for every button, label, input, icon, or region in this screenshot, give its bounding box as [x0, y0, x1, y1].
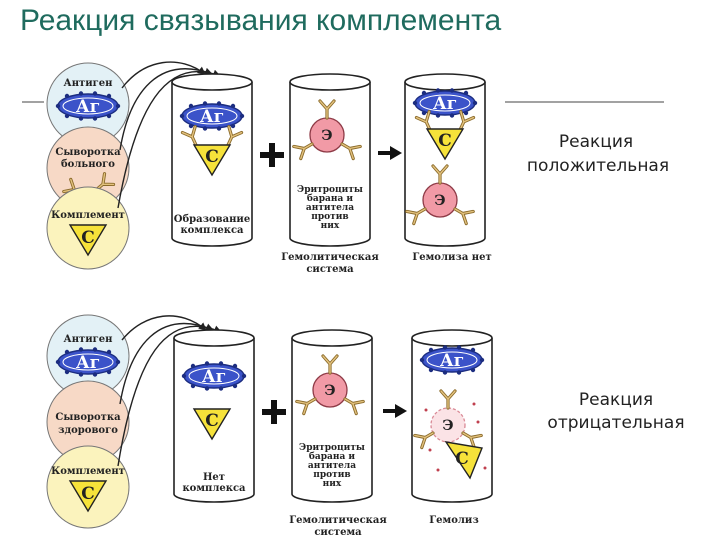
- tube2-caption-line3: антитела: [306, 203, 354, 213]
- complement-symbol: С: [81, 228, 95, 248]
- tube1-antigen-symbol: Аг: [200, 107, 224, 127]
- tube3-erythrocyte-symbol: Э: [442, 418, 453, 434]
- antigen-label: Антиген: [64, 78, 113, 89]
- arrow-complement: [117, 325, 222, 467]
- tube2-erythrocyte-symbol: Э: [324, 383, 335, 399]
- serum-label-line2: здорового: [58, 425, 118, 436]
- system-caption-line1: Гемолитическая: [289, 515, 387, 526]
- tube2-caption-line3: антитела: [308, 461, 356, 471]
- result-label-line1: Реакция: [579, 390, 653, 410]
- system-caption-line2: система: [306, 264, 354, 275]
- antigen-circle: Антиген Аг: [46, 314, 130, 398]
- tube2-caption-line1: Эритроциты: [299, 443, 365, 453]
- plus-sign: [262, 400, 286, 424]
- serum-label-line1: Сыворотка: [55, 412, 121, 423]
- result-label-line2: положительная: [527, 156, 669, 176]
- arrow-antigen: [121, 61, 206, 89]
- result-caption: Гемолиза нет: [412, 252, 491, 263]
- tube2-caption-line4: против: [311, 212, 348, 222]
- system-caption-line1: Гемолитическая: [281, 252, 379, 263]
- arrow-serum: [119, 323, 214, 405]
- tube1-caption-line1: Нет: [203, 472, 225, 483]
- tube2-caption-line2: барана и: [309, 451, 356, 462]
- row-positive: Антиген Аг Сыворотка больного Комплемент…: [22, 61, 669, 275]
- complement-circle: Комплемент С: [46, 445, 130, 529]
- tube1-caption-line2: комплекса: [180, 225, 244, 236]
- complement-symbol: С: [81, 484, 95, 504]
- system-caption-line2: система: [314, 527, 362, 538]
- tube2-caption-line4: против: [313, 470, 350, 480]
- antigen-circle: Антиген Аг: [46, 62, 130, 146]
- page-title: Реакция связывания комплемента: [20, 4, 502, 37]
- arrow-right-icon: [390, 146, 402, 160]
- complement-label: Комплемент: [51, 466, 125, 477]
- tube1-antigen-symbol: Аг: [202, 367, 226, 387]
- tube2-caption-line5: них: [321, 221, 340, 231]
- antigen-symbol: Аг: [76, 353, 100, 373]
- result-label-line2: отрицательная: [547, 413, 684, 433]
- tube1-complement-symbol: С: [205, 147, 219, 167]
- result-label-line1: Реакция: [559, 132, 633, 152]
- tube-hemolytic-system: Э Эритроциты барана и антитела против ни…: [291, 329, 373, 503]
- arrow-serum: [119, 67, 213, 151]
- tube2-caption-line5: них: [323, 479, 342, 489]
- tube-hemolytic-system: Э Эритроциты барана и антитела против ни…: [289, 73, 371, 247]
- tube1-complement-symbol: С: [205, 411, 219, 431]
- serum-circle: Сыворотка здорового: [46, 380, 130, 464]
- tube-complex: Аг С Образование комплекса: [171, 73, 253, 247]
- tube-result: Аг С Э: [404, 73, 486, 247]
- tube2-erythrocyte-symbol: Э: [321, 128, 332, 144]
- serum-label-line1: Сыворотка: [55, 147, 121, 158]
- row-negative: Антиген Аг Сыворотка здорового Комплемен…: [46, 314, 685, 538]
- arrow-complement: [117, 69, 221, 209]
- tube-result: Аг Э С: [411, 329, 493, 503]
- antigen-symbol: Аг: [76, 97, 100, 117]
- tube1-caption-line1: Образование: [174, 214, 250, 225]
- tube3-complement-symbol: С: [438, 131, 452, 151]
- tube3-antigen-symbol: Аг: [433, 94, 457, 114]
- arrow-antigen: [121, 315, 207, 341]
- antigen-label: Антиген: [64, 334, 113, 345]
- tube3-erythrocyte-symbol: Э: [434, 193, 445, 209]
- serum-label-line2: больного: [61, 159, 115, 170]
- tube1-caption-line2: комплекса: [182, 483, 246, 494]
- tube-no-complex: Аг С Нет комплекса: [173, 329, 255, 503]
- complement-label: Комплемент: [51, 210, 125, 221]
- arrow-right-icon: [395, 404, 407, 418]
- tube3-antigen-symbol: Аг: [440, 351, 464, 371]
- complement-circle: Комплемент С: [46, 186, 130, 270]
- tube2-caption-line2: барана и: [307, 193, 354, 204]
- tube2-caption-line1: Эритроциты: [297, 185, 363, 195]
- plus-sign: [260, 143, 284, 167]
- tube3-complement-symbol: С: [455, 449, 469, 469]
- result-caption: Гемолиз: [429, 515, 478, 526]
